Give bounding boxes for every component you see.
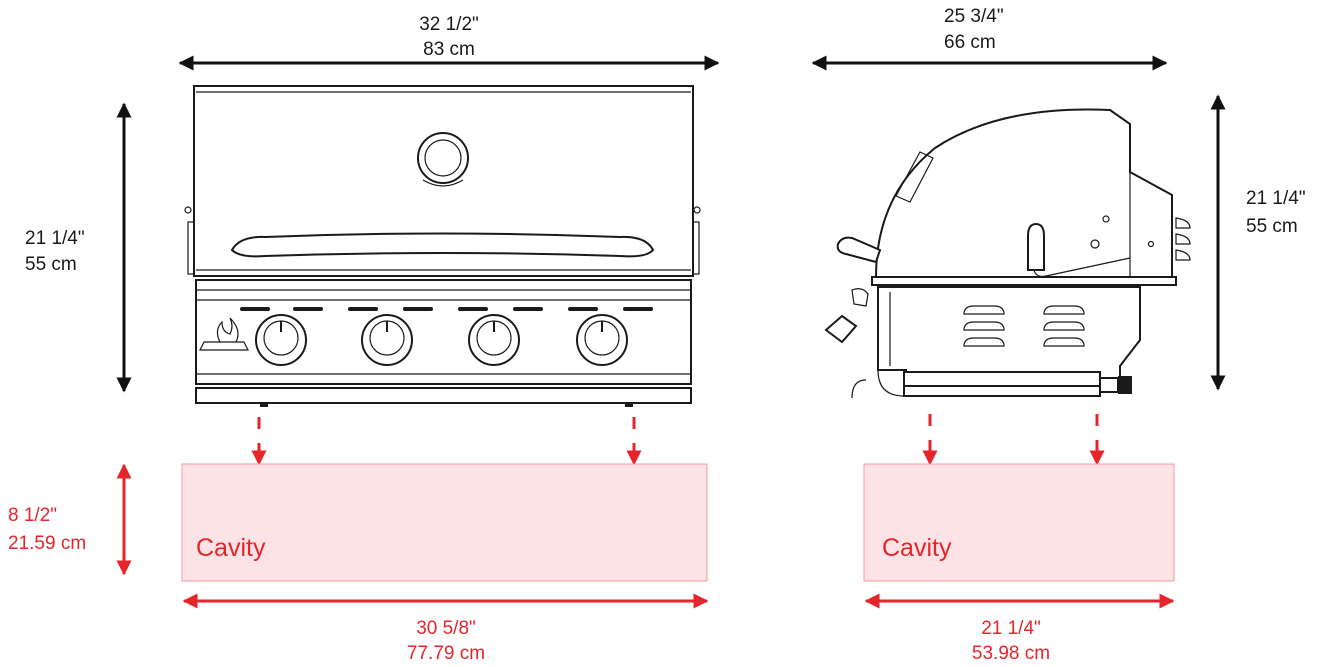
grill-side-icon (824, 108, 1191, 399)
knob-3 (468, 314, 520, 366)
front-cavity-label: Cavity (196, 534, 266, 562)
front-cavity-height-metric: 21.59 cm (8, 533, 86, 554)
grill-front-icon (184, 85, 701, 407)
side-depth-imperial: 25 3/4" (944, 6, 1004, 27)
knob-4 (576, 314, 628, 366)
control-panel-slots (240, 307, 653, 311)
front-cavity-height-imperial: 8 1/2" (8, 505, 57, 526)
flame-logo-icon (199, 317, 249, 351)
knob-1 (255, 314, 307, 366)
side-cavity-depth-metric: 53.98 cm (972, 643, 1050, 664)
side-cavity-box (863, 463, 1175, 582)
side-cavity-depth-imperial: 21 1/4" (981, 618, 1041, 639)
side-view: 25 3/4" 66 cm 21 1/4" 55 cm (811, 6, 1306, 664)
front-width-imperial: 32 1/2" (419, 14, 479, 35)
front-cavity-box (181, 463, 708, 582)
front-height-metric: 55 cm (25, 254, 77, 275)
front-width-metric: 83 cm (423, 39, 475, 60)
side-height-metric: 55 cm (1246, 216, 1298, 237)
front-cavity-width-imperial: 30 5/8" (416, 618, 476, 639)
side-cavity-label: Cavity (882, 534, 952, 562)
front-height-imperial: 21 1/4" (25, 228, 85, 249)
knob-2 (361, 314, 413, 366)
front-cavity-width-metric: 77.79 cm (407, 643, 485, 664)
side-height-imperial: 21 1/4" (1246, 188, 1306, 209)
side-depth-metric: 66 cm (944, 32, 996, 53)
side-louvers (963, 305, 1085, 347)
front-view: 32 1/2" 83 cm 21 1/4" 55 cm (8, 14, 720, 664)
